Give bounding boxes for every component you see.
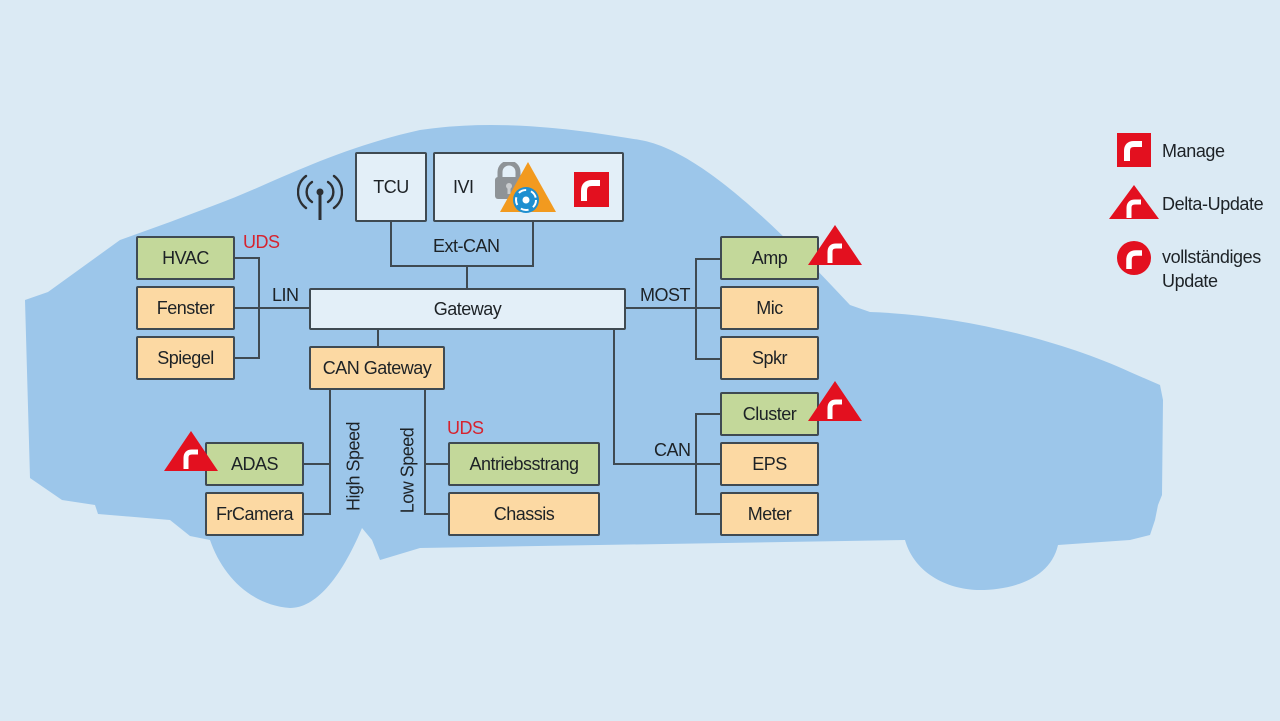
ivi-label: IVI bbox=[453, 176, 474, 197]
gateway-label: Gateway bbox=[433, 298, 502, 319]
high-speed-label: High Speed bbox=[343, 421, 364, 512]
can-bus bbox=[613, 463, 720, 465]
lin-bus bbox=[234, 307, 310, 309]
most-bus-label: MOST bbox=[640, 285, 691, 305]
lin-hvac-line bbox=[234, 257, 260, 259]
delta-update-icon-cluster bbox=[808, 381, 862, 421]
can-gateway-box[interactable]: CAN Gateway bbox=[309, 346, 445, 390]
lin-trunk bbox=[258, 257, 260, 359]
ecu-spkr[interactable]: Spkr bbox=[720, 336, 819, 380]
ecu-fenster[interactable]: Fenster bbox=[136, 286, 235, 330]
ecu-meter[interactable]: Meter bbox=[720, 492, 819, 536]
ecu-spkr-label: Spkr bbox=[751, 347, 788, 368]
ecu-hvac[interactable]: HVAC bbox=[136, 236, 235, 280]
full-update-circle-icon bbox=[1117, 241, 1151, 275]
ecu-amp[interactable]: Amp bbox=[720, 236, 819, 280]
ecu-cluster[interactable]: Cluster bbox=[720, 392, 819, 436]
can-drop-line bbox=[613, 328, 615, 464]
lin-bus-label: LIN bbox=[272, 285, 299, 305]
low-speed-antrieb-line bbox=[424, 463, 448, 465]
gateway-can-gateway-line bbox=[377, 328, 379, 348]
can-meter-line bbox=[695, 513, 720, 515]
can-gateway-label: CAN Gateway bbox=[322, 357, 432, 378]
ecu-adas-label: ADAS bbox=[230, 453, 279, 474]
delta-update-triangle-icon bbox=[1109, 185, 1159, 219]
can-cluster-line bbox=[695, 413, 720, 415]
ecu-antriebsstrang-label: Antriebsstrang bbox=[469, 453, 579, 474]
ecu-spiegel-label: Spiegel bbox=[157, 347, 214, 368]
ecu-mic-label: Mic bbox=[756, 297, 783, 318]
ext-can-bus bbox=[390, 265, 534, 267]
ecu-amp-label: Amp bbox=[751, 247, 788, 268]
legend-full-update-label: vollständiges Update bbox=[1162, 247, 1261, 291]
low-speed-label: Low Speed bbox=[397, 427, 418, 514]
ecu-frcamera-label: FrCamera bbox=[215, 503, 294, 524]
ecu-eps[interactable]: EPS bbox=[720, 442, 819, 486]
uds-label-lin: UDS bbox=[243, 232, 280, 252]
can-trunk bbox=[695, 413, 697, 515]
delta-update-icon-amp bbox=[808, 225, 862, 265]
manage-square-icon bbox=[574, 172, 609, 207]
tcu-ext-can-line bbox=[390, 220, 392, 266]
ecu-eps-label: EPS bbox=[752, 453, 787, 474]
most-spkr-line bbox=[695, 358, 720, 360]
ecu-adas[interactable]: ADAS bbox=[205, 442, 304, 486]
low-speed-chassis-line bbox=[424, 513, 448, 515]
high-speed-adas-line bbox=[304, 463, 331, 465]
most-bus bbox=[624, 307, 720, 309]
ecu-cluster-label: Cluster bbox=[742, 403, 797, 424]
most-amp-line bbox=[695, 258, 720, 260]
ecu-mic[interactable]: Mic bbox=[720, 286, 819, 330]
manage-square-icon bbox=[1117, 133, 1151, 167]
lin-spiegel-line bbox=[234, 357, 260, 359]
legend-manage-label: Manage bbox=[1162, 141, 1225, 161]
wireless-antenna-icon bbox=[297, 174, 343, 220]
legend-delta-update-label: Delta-Update bbox=[1162, 194, 1264, 214]
ecu-hvac-label: HVAC bbox=[162, 247, 209, 268]
ext-can-gateway-line bbox=[466, 265, 468, 288]
ecu-fenster-label: Fenster bbox=[156, 297, 215, 318]
tcu-box[interactable]: TCU bbox=[355, 152, 427, 222]
car-body bbox=[25, 124, 1163, 608]
high-speed-trunk bbox=[329, 388, 331, 515]
low-speed-trunk bbox=[424, 388, 426, 515]
ecu-spiegel[interactable]: Spiegel bbox=[136, 336, 235, 380]
gateway-box[interactable]: Gateway bbox=[309, 288, 626, 330]
ext-can-label: Ext-CAN bbox=[433, 236, 500, 256]
ecu-chassis[interactable]: Chassis bbox=[448, 492, 600, 536]
tcu-label: TCU bbox=[373, 176, 409, 197]
most-trunk bbox=[695, 258, 697, 360]
can-bus-label: CAN bbox=[654, 440, 691, 460]
delta-update-icon-adas bbox=[164, 431, 218, 471]
uds-label-low-speed: UDS bbox=[447, 418, 484, 438]
ivi-ext-can-line bbox=[532, 220, 534, 266]
ecu-chassis-label: Chassis bbox=[493, 503, 555, 524]
high-speed-frcamera-line bbox=[304, 513, 331, 515]
ecu-frcamera[interactable]: FrCamera bbox=[205, 492, 304, 536]
ecu-meter-label: Meter bbox=[747, 503, 792, 524]
disc-icon bbox=[513, 187, 539, 213]
ecu-antriebsstrang[interactable]: Antriebsstrang bbox=[448, 442, 600, 486]
